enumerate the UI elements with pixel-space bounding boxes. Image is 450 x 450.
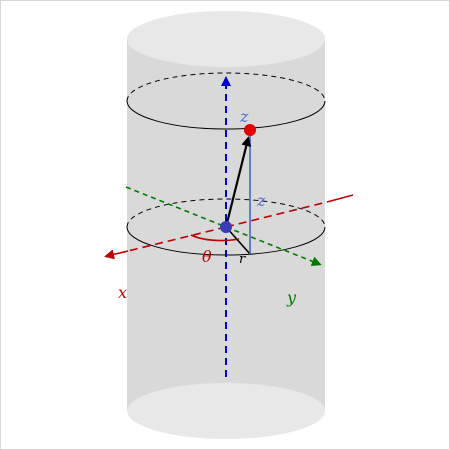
x-axis-front-dashed	[127, 226, 227, 252]
cylinder-bottom-cap	[127, 383, 325, 439]
height-z-label: z	[256, 191, 266, 210]
theta-label: θ	[202, 247, 212, 266]
r-label: r	[239, 252, 246, 267]
x-axis-back-solid	[326, 194, 354, 203]
origin-point	[220, 221, 232, 233]
z-axis-label: z	[239, 107, 249, 126]
theta-arc	[190, 234, 240, 242]
cylinder-top-cap	[127, 11, 325, 67]
x-axis-label: x	[118, 283, 127, 302]
radius-segment	[225, 226, 251, 255]
position-vector	[224, 136, 252, 228]
upper-circle-front-arc	[126, 100, 326, 130]
point-p	[244, 124, 256, 136]
y-axis-label: y	[286, 288, 297, 307]
x-axis-back-dashed	[225, 201, 328, 228]
x-axis-front-solid	[104, 249, 129, 260]
y-axis-front	[225, 226, 322, 267]
